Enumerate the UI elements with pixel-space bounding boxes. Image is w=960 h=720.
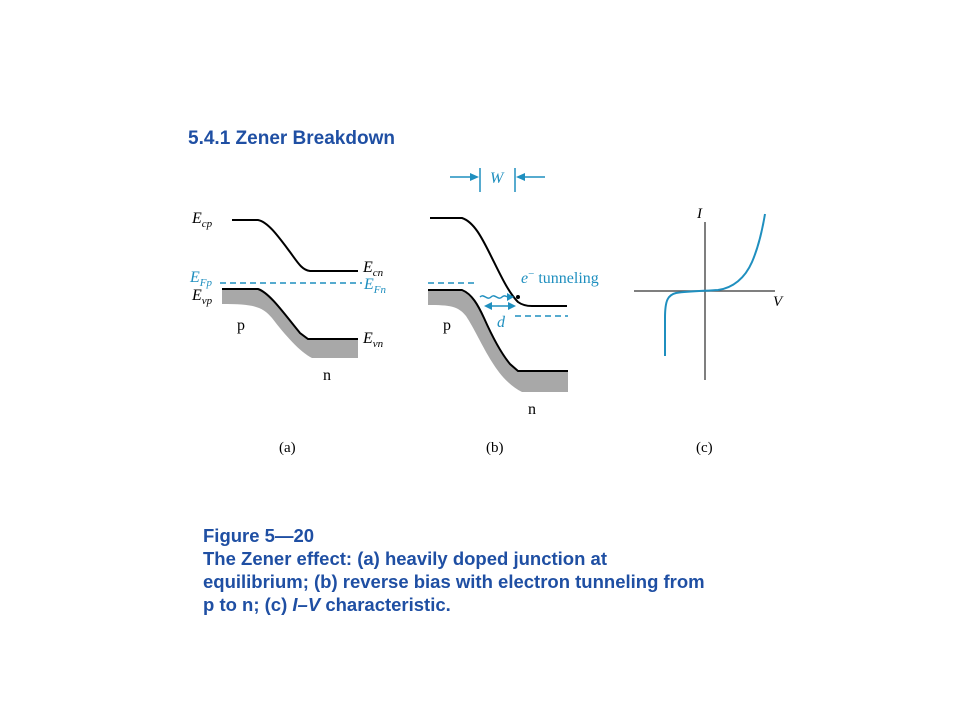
label-evp-main: E bbox=[191, 287, 202, 304]
label-efp: EFp bbox=[189, 269, 213, 289]
n-region-label-a: n bbox=[323, 367, 331, 384]
panel-label-c: (c) bbox=[696, 440, 713, 456]
label-evn-main: E bbox=[362, 330, 373, 347]
label-evp: Evp bbox=[191, 287, 213, 307]
iv-characteristic-curve bbox=[664, 213, 766, 356]
panel-c: I V (c) bbox=[634, 206, 784, 456]
n-region-label-b: n bbox=[528, 401, 536, 418]
tunneling-arrow-head bbox=[507, 293, 514, 301]
valence-band-edge-a bbox=[222, 288, 358, 340]
tunneling-electron-sup: − bbox=[528, 268, 534, 280]
label-efn-sub: Fn bbox=[373, 284, 387, 296]
label-ecn: Ecn bbox=[362, 259, 384, 279]
electron-dot bbox=[516, 295, 520, 299]
caption-line-4: p to n; (c) I–V characteristic. bbox=[203, 593, 803, 616]
caption-line-3: equilibrium; (b) reverse bias with elect… bbox=[203, 571, 705, 592]
label-evn: Evn bbox=[362, 330, 384, 350]
label-efn-main: E bbox=[363, 276, 374, 293]
panel-b: W d e− tunneling p n (b) bbox=[428, 168, 599, 456]
conduction-band-edge-b bbox=[430, 217, 567, 307]
slide-title: 5.4.1 Zener Breakdown bbox=[188, 128, 395, 149]
label-evp-sub: vp bbox=[202, 295, 213, 307]
p-region-label-a: p bbox=[237, 317, 245, 334]
label-ecn-main: E bbox=[362, 259, 373, 276]
w-label: W bbox=[490, 170, 505, 187]
i-axis-label: I bbox=[696, 206, 703, 222]
panel-label-b: (b) bbox=[486, 440, 504, 456]
d-label: d bbox=[497, 314, 506, 331]
caption-figure-number: Figure 5—20 bbox=[203, 525, 315, 546]
tunneling-wave-arrow bbox=[479, 295, 511, 299]
d-arrow-right-head bbox=[508, 302, 516, 310]
d-arrow-left-head bbox=[484, 302, 492, 310]
valence-band-edge-b bbox=[428, 289, 568, 372]
label-efp-main: E bbox=[189, 269, 200, 286]
label-efn: EFn bbox=[363, 276, 387, 296]
caption-line-2: The Zener effect: (a) heavily doped junc… bbox=[203, 548, 607, 569]
panel-label-a: (a) bbox=[279, 440, 296, 456]
p-region-label-b: p bbox=[443, 317, 451, 334]
valence-band-shading-b bbox=[428, 290, 568, 392]
figure-caption: Figure 5—20 The Zener effect: (a) heavil… bbox=[203, 524, 803, 616]
label-evn-sub: vn bbox=[373, 338, 384, 350]
w-arrow-right-head bbox=[516, 173, 525, 181]
tunneling-electron: e bbox=[521, 270, 528, 287]
label-efp-sub: Fp bbox=[199, 277, 213, 289]
w-arrow-left-head bbox=[470, 173, 479, 181]
label-ecp-sub: cp bbox=[202, 218, 213, 230]
tunneling-text: tunneling bbox=[534, 270, 598, 287]
caption-line-4-prefix: p to n; (c) bbox=[203, 594, 293, 615]
conduction-band-edge-a bbox=[232, 219, 358, 272]
caption-line-4-italic: I–V bbox=[292, 594, 321, 615]
v-axis-label: V bbox=[773, 294, 784, 310]
panel-a: Ecp EFp Evp Ecn EFn Evn p n (a) bbox=[189, 210, 387, 456]
caption-line-4-suffix: characteristic. bbox=[320, 594, 451, 615]
label-ecn-sub: cn bbox=[373, 267, 384, 279]
label-ecp: Ecp bbox=[191, 210, 213, 230]
tunneling-label: e− tunneling bbox=[521, 268, 599, 287]
valence-band-shading-a bbox=[222, 289, 358, 358]
label-ecp-main: E bbox=[191, 210, 202, 227]
